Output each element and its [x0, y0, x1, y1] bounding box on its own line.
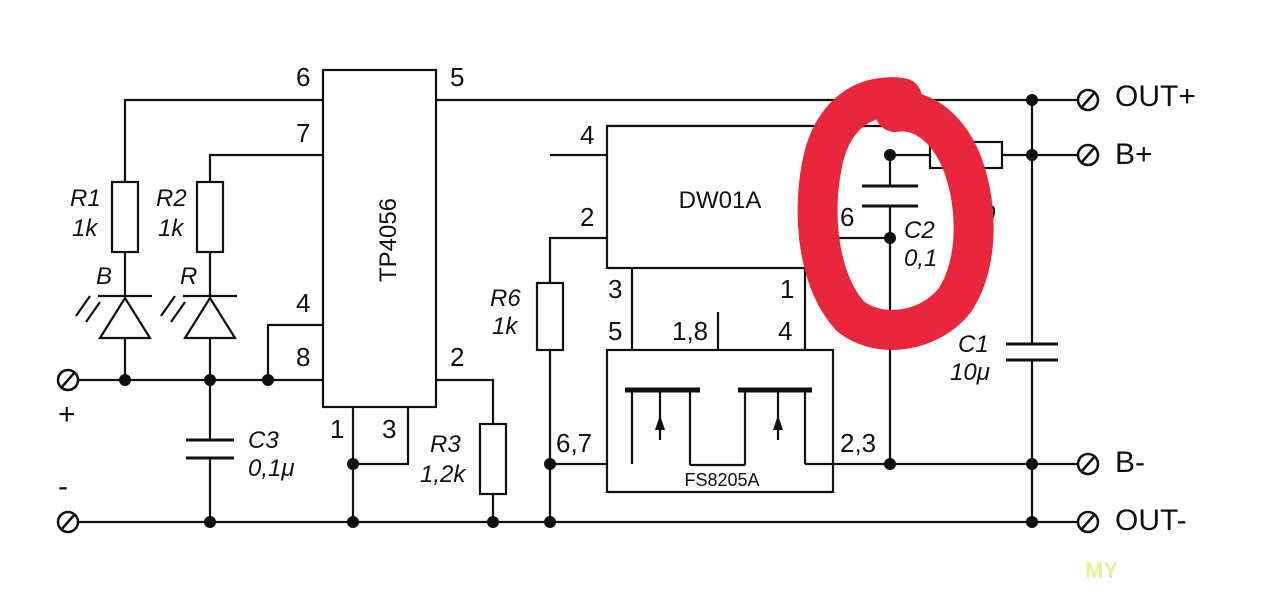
pin-tp-7: 7: [296, 118, 310, 148]
fs8205a-label: FS8205A: [684, 470, 759, 490]
dw01a-chip: [605, 124, 835, 270]
pin-dw-4: 4: [580, 120, 594, 150]
label-c1-name: C1: [958, 331, 989, 358]
resistor-r1: [110, 180, 140, 254]
mosfet-left: [625, 387, 745, 467]
label-c2-name: C2: [904, 217, 935, 244]
pin-fs-67: 6,7: [556, 428, 592, 458]
pin-fs-18: 1,8: [672, 316, 708, 346]
pin-fs-5: 5: [608, 316, 622, 346]
pin-fs-23: 2,3: [840, 428, 876, 458]
terminal-in-minus: -: [58, 470, 68, 503]
label-r6-value: 1k: [492, 313, 519, 340]
led-r: [160, 294, 237, 340]
label-c3-name: C3: [248, 427, 279, 454]
led-b: [75, 294, 152, 340]
pin-dw-3: 3: [608, 274, 622, 304]
label-led-b: B: [96, 263, 112, 290]
pin-tp-2: 2: [450, 342, 464, 372]
resistor-r6: [535, 281, 565, 352]
tp4056-chip: [321, 68, 438, 409]
label-c1-value: 10μ: [950, 359, 990, 386]
label-c2-value: 0,1: [904, 245, 937, 272]
terminal-in-plus: +: [58, 398, 76, 431]
capacitor-c2: [862, 184, 918, 208]
junction-dots: [119, 94, 1038, 528]
terminal-b-plus: B+: [1115, 138, 1153, 171]
dw01a-label: DW01A: [679, 187, 762, 214]
fs8205a-chip: [605, 348, 835, 494]
capacitor-c3: [186, 438, 234, 460]
mosfet-right: [738, 387, 833, 466]
label-led-r: R: [180, 263, 197, 290]
terminal-symbols: [56, 88, 1100, 534]
label-r2-value: 1k: [158, 215, 185, 242]
label-r2-name: R2: [156, 185, 187, 212]
terminal-out-minus: OUT-: [1115, 504, 1187, 537]
pin-tp-5: 5: [450, 62, 464, 92]
pin-tp-3: 3: [382, 414, 396, 444]
resistor-r2: [195, 180, 225, 254]
pin-tp-8: 8: [296, 342, 310, 372]
pin-dw-6: 6: [840, 202, 854, 232]
tp4056-label: TP4056: [375, 198, 402, 282]
watermark: MY: [1085, 558, 1118, 583]
annotation-circle: [797, 77, 994, 350]
terminal-out-plus: OUT+: [1115, 80, 1196, 113]
label-r6-name: R6: [490, 285, 521, 312]
label-c3-value: 0,1μ: [248, 455, 295, 482]
terminal-b-minus: B-: [1115, 446, 1145, 479]
label-r3-value: 1,2k: [420, 461, 467, 488]
pin-tp-1: 1: [330, 414, 344, 444]
pin-fs-4: 4: [778, 316, 792, 346]
label-r1-value: 1k: [72, 215, 99, 242]
label-r3-name: R3: [430, 431, 461, 458]
pin-dw-2: 2: [580, 202, 594, 232]
pin-tp-6: 6: [296, 62, 310, 92]
pin-tp-4: 4: [296, 288, 310, 318]
resistor-r3: [478, 422, 508, 496]
capacitor-c1: [1006, 342, 1058, 362]
label-r1-name: R1: [70, 185, 101, 212]
pin-dw-1: 1: [780, 274, 794, 304]
